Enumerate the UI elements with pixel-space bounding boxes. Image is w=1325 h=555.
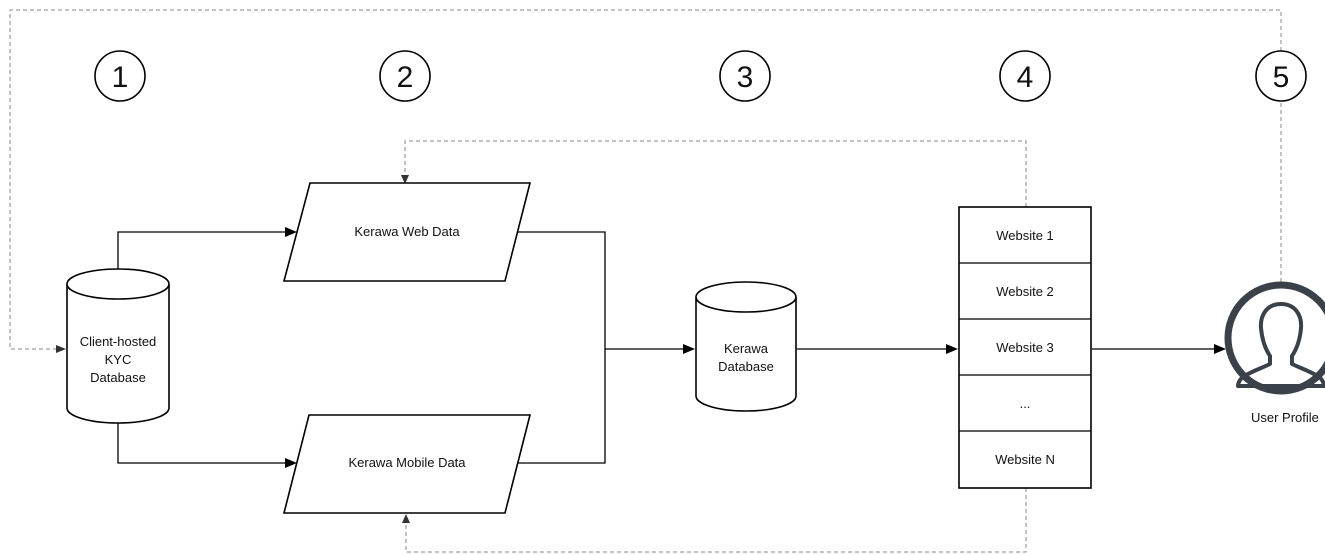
arrowhead-kyc-to-mobile (285, 458, 297, 468)
kyc-database-label-line3: Database (90, 370, 146, 385)
website-item-1: Website 1 (996, 228, 1054, 243)
website-item-n: Website N (995, 452, 1055, 467)
kyc-database-label-line1: Client-hosted (80, 334, 157, 349)
web-data-label: Kerawa Web Data (354, 224, 460, 239)
step-3-number: 3 (737, 61, 754, 94)
user-profile-node: User Profile (1224, 281, 1325, 425)
step-3-marker: 3 (719, 50, 771, 102)
kyc-database-cylinder: Client-hosted KYC Database (66, 268, 170, 424)
connector-kyc-to-mobile (117, 423, 287, 464)
website-item-ellipsis: ... (1020, 396, 1031, 411)
step-5-marker: 5 (1255, 50, 1307, 102)
user-silhouette-icon (1236, 302, 1325, 388)
connector-kyc-to-web (117, 231, 287, 270)
kerawa-database-label-line1: Kerawa (724, 341, 769, 356)
arrowhead-kerawa-db-to-websites (946, 344, 958, 354)
inner-feedback-loop-bottom (405, 488, 1027, 553)
mobile-data-label: Kerawa Mobile Data (348, 455, 466, 470)
step-2-number: 2 (397, 61, 414, 94)
connector-web-to-merge (517, 231, 606, 464)
step-2-marker: 2 (379, 50, 431, 102)
step-4-number: 4 (1017, 61, 1034, 94)
outer-feedback-loop (9, 9, 1282, 350)
mobile-data-node: Kerawa Mobile Data (282, 414, 532, 514)
arrowhead-kyc-to-web (285, 227, 297, 237)
step-4-marker: 4 (999, 50, 1051, 102)
inner-feedback-arrowhead-bottom (402, 514, 410, 523)
user-profile-icon (1224, 281, 1325, 395)
arrowhead-merge-to-kerawa-db (683, 344, 695, 354)
kerawa-database-label-line2: Database (718, 359, 774, 374)
user-profile-label: User Profile (1251, 410, 1319, 425)
step-5-number: 5 (1273, 61, 1290, 94)
website-item-2: Website 2 (996, 284, 1054, 299)
web-data-node: Kerawa Web Data (282, 182, 532, 282)
outer-feedback-arrowhead (56, 345, 66, 353)
websites-stack: Website 1 Website 2 Website 3 ... Websit… (958, 206, 1092, 489)
step-1-number: 1 (112, 61, 129, 94)
arrowhead-websites-to-user (1214, 344, 1226, 354)
step-1-marker: 1 (94, 50, 146, 102)
inner-feedback-arrowhead-top (401, 175, 409, 184)
website-item-3: Website 3 (996, 340, 1054, 355)
kyc-database-label-line2: KYC (105, 352, 132, 367)
kerawa-database-cylinder: Kerawa Database (695, 281, 797, 412)
